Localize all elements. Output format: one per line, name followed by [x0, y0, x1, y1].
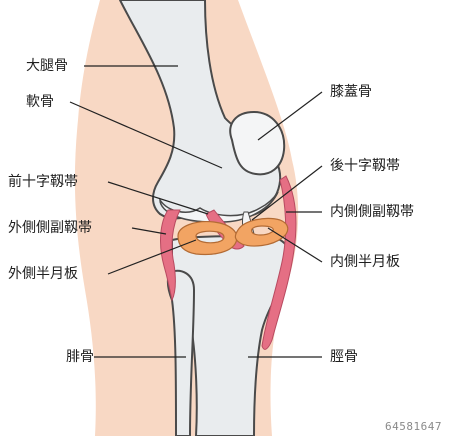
label-pcl: 後十字靱帯 [330, 158, 400, 174]
lateral-collateral-ligament [160, 209, 181, 302]
stock-id-watermark: 64581647 [385, 420, 442, 433]
leader-pcl [251, 165, 323, 221]
label-patella: 膝蓋骨 [330, 84, 372, 100]
leader-acl [107, 181, 209, 215]
leader-lcl [131, 227, 167, 235]
medial-meniscus [234, 217, 289, 247]
label-femur: 大腿骨 [26, 58, 68, 74]
patella-bone [229, 110, 286, 176]
lateral-meniscus [177, 221, 238, 256]
label-mcl: 内側側副靱帯 [330, 204, 414, 220]
leader-patella [257, 91, 323, 141]
leader-medial-meniscus [267, 227, 323, 263]
label-medial-meniscus: 内側半月板 [330, 254, 400, 270]
medial-collateral-ligament [261, 175, 297, 350]
leader-cartilage [69, 101, 223, 169]
label-lateral-meniscus: 外側半月板 [8, 266, 78, 282]
label-tibia: 脛骨 [330, 349, 358, 365]
leader-lateral-meniscus [107, 239, 197, 275]
label-cartilage: 軟骨 [26, 94, 54, 110]
label-fibula: 腓骨 [66, 349, 94, 365]
label-acl: 前十字靱帯 [8, 174, 78, 190]
label-lcl: 外側側副靱帯 [8, 220, 92, 236]
